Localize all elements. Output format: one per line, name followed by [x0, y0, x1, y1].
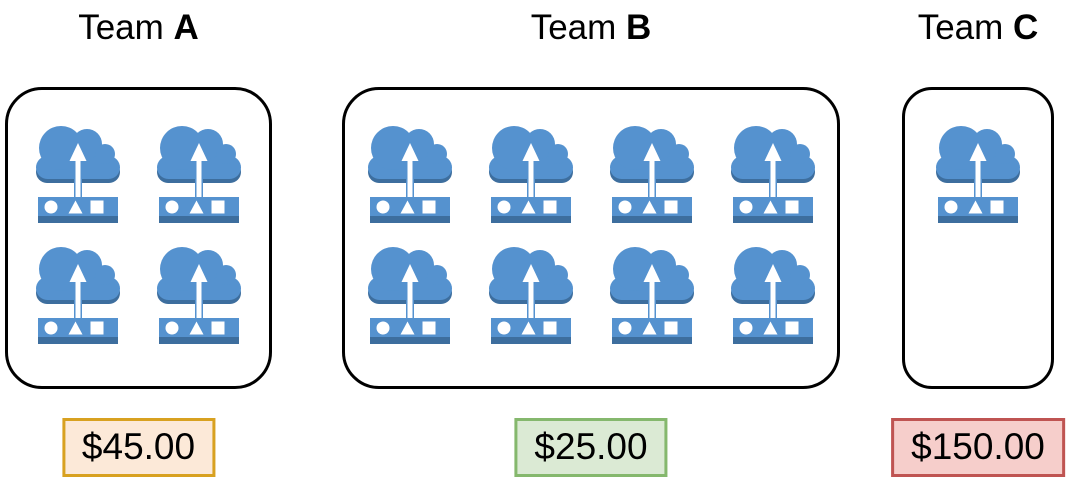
- team-b-title-letter: B: [626, 8, 652, 47]
- cloud-upload-icon: [157, 126, 241, 223]
- cloud-upload-icon: [367, 247, 452, 344]
- team-c-group: Team C $150.00: [891, 0, 1065, 480]
- cloud-upload-icon: [936, 126, 1020, 223]
- cloud-upload-icon: [730, 126, 815, 223]
- team-a-title-prefix: Team: [78, 8, 174, 47]
- cloud-upload-icon: [730, 247, 815, 344]
- team-c-price-label: $150.00: [891, 418, 1065, 477]
- team-b-icon-grid: [345, 90, 837, 346]
- team-b-price-label: $25.00: [514, 418, 668, 477]
- team-c-icon-grid: [905, 90, 1051, 225]
- cloud-upload-icon: [157, 247, 241, 344]
- cloud-upload-icon: [36, 247, 120, 344]
- team-b-title-prefix: Team: [530, 8, 627, 47]
- cloud-upload-icon: [609, 126, 694, 223]
- cloud-upload-icon: [367, 126, 452, 223]
- cloud-upload-icon: [609, 247, 694, 344]
- team-c-title-letter: C: [1013, 8, 1039, 47]
- team-a-container: [5, 87, 272, 389]
- team-a-price-label: $45.00: [61, 418, 216, 477]
- team-a-group: Team A: [5, 0, 272, 480]
- team-a-title-letter: A: [173, 8, 199, 47]
- cloud-upload-icon: [488, 247, 573, 344]
- team-c-title: Team C: [902, 8, 1054, 48]
- team-a-title: Team A: [5, 8, 272, 48]
- team-c-container: [902, 87, 1054, 389]
- cloud-upload-icon: [488, 126, 573, 223]
- team-a-icon-grid: [8, 90, 269, 346]
- team-b-container: [342, 87, 840, 389]
- team-b-title: Team B: [342, 8, 840, 48]
- team-c-title-prefix: Team: [917, 8, 1014, 47]
- team-b-group: Team B: [342, 0, 840, 480]
- cloud-upload-icon: [36, 126, 120, 223]
